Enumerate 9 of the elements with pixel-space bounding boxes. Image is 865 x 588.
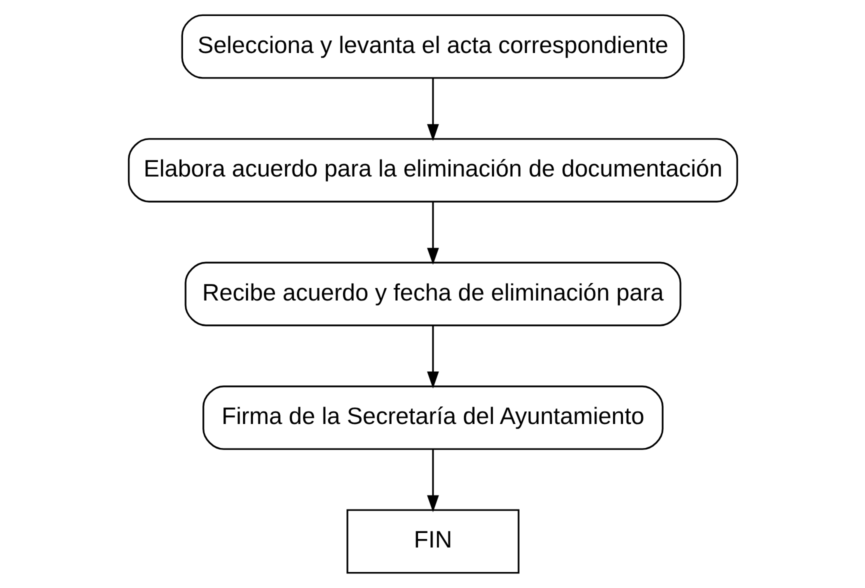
node-box: FIN (346, 509, 519, 574)
node-box: Selecciona y levanta el acta correspondiente (180, 14, 684, 79)
arrow (426, 202, 438, 265)
arrow (426, 326, 438, 389)
node-box: Recibe acuerdo y fecha de eliminación para (184, 262, 681, 326)
arrow (426, 450, 438, 512)
node-box: Firma de la Secretaría del Ayuntamiento (202, 386, 663, 450)
arrow (426, 78, 438, 142)
node-box: Elabora acuerdo para la eliminación de documentación (127, 138, 738, 202)
